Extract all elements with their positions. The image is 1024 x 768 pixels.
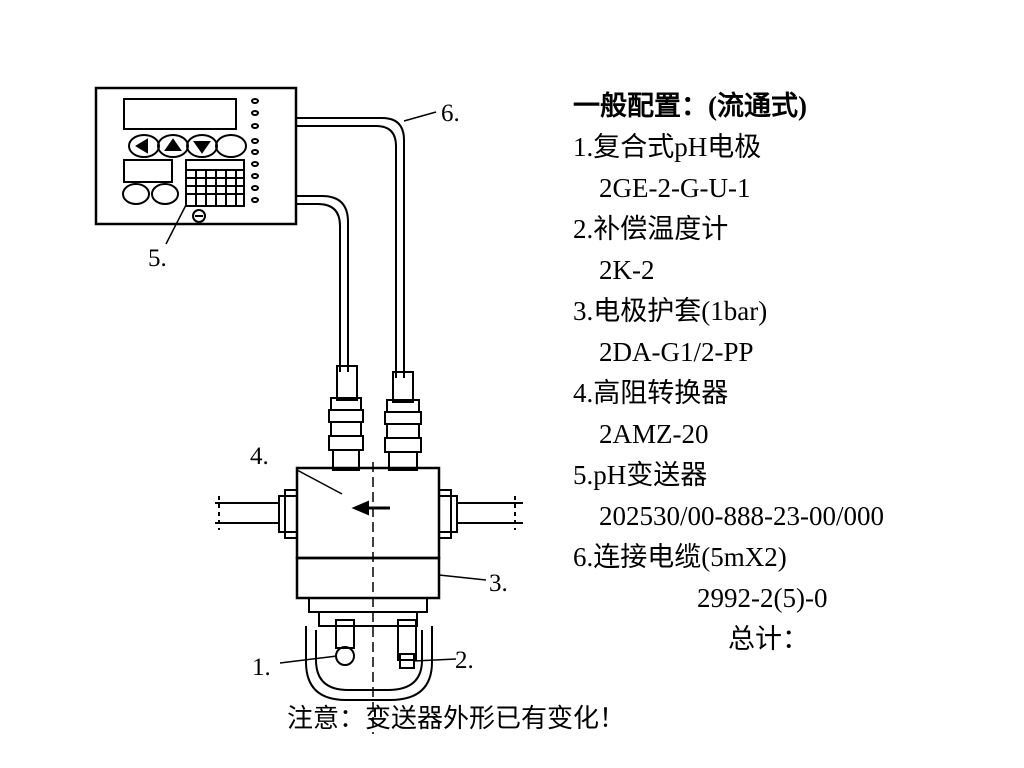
- sensor-bowl: [305, 619, 433, 701]
- transmitter-housing: [94, 86, 298, 226]
- config-item-model: 2992-2(5)-0: [697, 583, 828, 613]
- callout-4: 4.: [250, 443, 269, 470]
- config-item-label: 3.电极护套(1bar): [573, 296, 768, 326]
- cable-gland-left: [328, 365, 364, 471]
- callout-2: 2.: [455, 647, 474, 674]
- config-item-label: 6.连接电缆(5mX2): [573, 542, 787, 572]
- config-item-label: 2.补偿温度计: [573, 214, 729, 244]
- config-item-label: 5.pH变送器: [573, 460, 708, 490]
- callout-leaders: [165, 111, 487, 664]
- config-item-model: 2DA-G1/2-PP: [599, 337, 754, 367]
- config-item-label: 4.高阻转换器: [573, 378, 729, 408]
- config-item-model: 2AMZ-20: [599, 419, 709, 449]
- configuration-list: 一般配置：(流通式) 1.复合式pH电极 2GE-2-G-U-1 2.补偿温度计…: [573, 86, 884, 660]
- change-note: 注意：变送器外形已有变化！: [287, 704, 626, 733]
- config-item-model: 2GE-2-G-U-1: [599, 173, 751, 203]
- connection-cable: [296, 117, 405, 378]
- callout-5: 5.: [148, 245, 167, 272]
- callout-1: 1.: [252, 654, 271, 681]
- config-item-model: 2K-2: [599, 255, 655, 285]
- config-title: 一般配置：(流通式): [573, 91, 807, 121]
- config-item-model: 202530/00-888-23-00/000: [599, 501, 884, 531]
- electrode-sheath: [295, 556, 441, 627]
- callout-3: 3.: [489, 570, 508, 597]
- flow-body: [215, 466, 523, 560]
- callout-6: 6.: [441, 100, 460, 127]
- config-item-label: 1.复合式pH电极: [573, 132, 762, 162]
- cable-gland-right: [384, 371, 422, 471]
- config-total-label: 总计：: [728, 624, 809, 654]
